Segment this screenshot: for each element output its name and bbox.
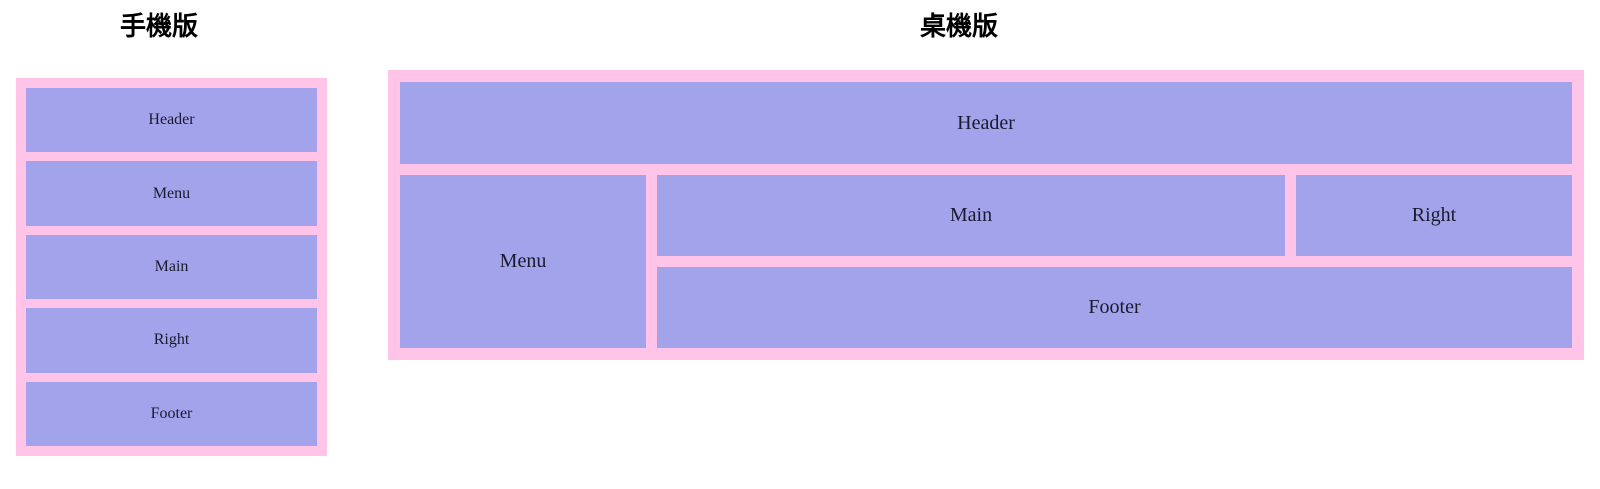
desktop-content-stack: Main Right Footer: [657, 175, 1572, 348]
desktop-block-header[interactable]: Header: [400, 82, 1572, 164]
desktop-main-right-row: Main Right: [657, 175, 1572, 256]
desktop-block-main[interactable]: Main: [657, 175, 1285, 256]
desktop-layout-title: 桌機版: [920, 12, 999, 42]
mobile-block-menu[interactable]: Menu: [26, 161, 317, 226]
mobile-block-footer[interactable]: Footer: [26, 381, 317, 447]
mobile-block-right[interactable]: Right: [26, 308, 317, 373]
desktop-layout-container: Header Menu Main Right Footer: [388, 70, 1584, 360]
desktop-block-menu[interactable]: Menu: [400, 175, 646, 348]
desktop-body-row: Menu Main Right Footer: [400, 175, 1572, 348]
mobile-block-header[interactable]: Header: [26, 88, 317, 153]
mobile-layout-title: 手機版: [120, 12, 199, 42]
desktop-block-footer[interactable]: Footer: [657, 267, 1572, 348]
mobile-block-main[interactable]: Main: [26, 234, 317, 300]
desktop-block-right[interactable]: Right: [1296, 175, 1572, 256]
mobile-layout-container: Header Menu Main Right Footer: [16, 78, 327, 456]
